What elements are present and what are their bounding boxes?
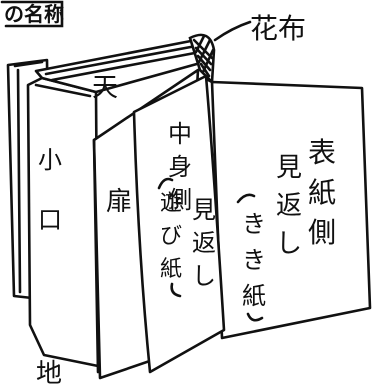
nakami-main-char: 中 (168, 120, 192, 148)
endpaper-page (132, 74, 226, 374)
label-koguchi: 小 口 (38, 146, 62, 234)
hyoshi-paren-char: 紙 (242, 282, 266, 310)
hyoshi-main-char: 側 (308, 216, 336, 249)
nakami-paren-char: 紙 (160, 257, 182, 282)
nakami-main-char: 返 (192, 229, 216, 257)
nakami-main-char: し (192, 262, 216, 290)
label-nakami-mikaeshi: 中身側見返し (168, 120, 216, 290)
label-hyoshi-paren: きき紙 (236, 193, 266, 322)
label-chi: 地 (36, 359, 62, 389)
headband-leader (213, 20, 252, 42)
title-text: の名称 (4, 2, 64, 26)
nakami-main-char: 見 (192, 196, 216, 224)
nakami-main-char: 身 (168, 153, 192, 181)
hyoshi-main-char: 紙 (308, 176, 336, 209)
nakami-main-char: 側 (168, 186, 192, 214)
hyoshi-paren-char: き (242, 210, 266, 238)
label-ten: 天 (92, 73, 118, 103)
svg-text:口: 口 (38, 206, 62, 234)
label-tobira: 扉 (106, 187, 132, 217)
nakami-paren-char: び (160, 224, 182, 249)
label-nakami-paren: 遊び紙 (157, 177, 182, 298)
hyoshi-main-char: 返 (276, 191, 302, 221)
hyoshi-main-char: 表 (308, 136, 336, 169)
label-hanagire: 花布 (250, 12, 306, 45)
headband (188, 33, 216, 85)
book-top (34, 38, 206, 94)
hyoshi-main-char: し (276, 229, 302, 259)
title-box: の名称 (0, 0, 64, 28)
hyoshi-paren-char: き (242, 246, 266, 274)
svg-text:小: 小 (38, 146, 62, 174)
nakami-paren-char: 遊 (160, 191, 182, 216)
hyoshi-main-char: 見 (276, 153, 302, 183)
label-hyoshi-mikaeshi: 表紙側 見返し (276, 136, 336, 259)
